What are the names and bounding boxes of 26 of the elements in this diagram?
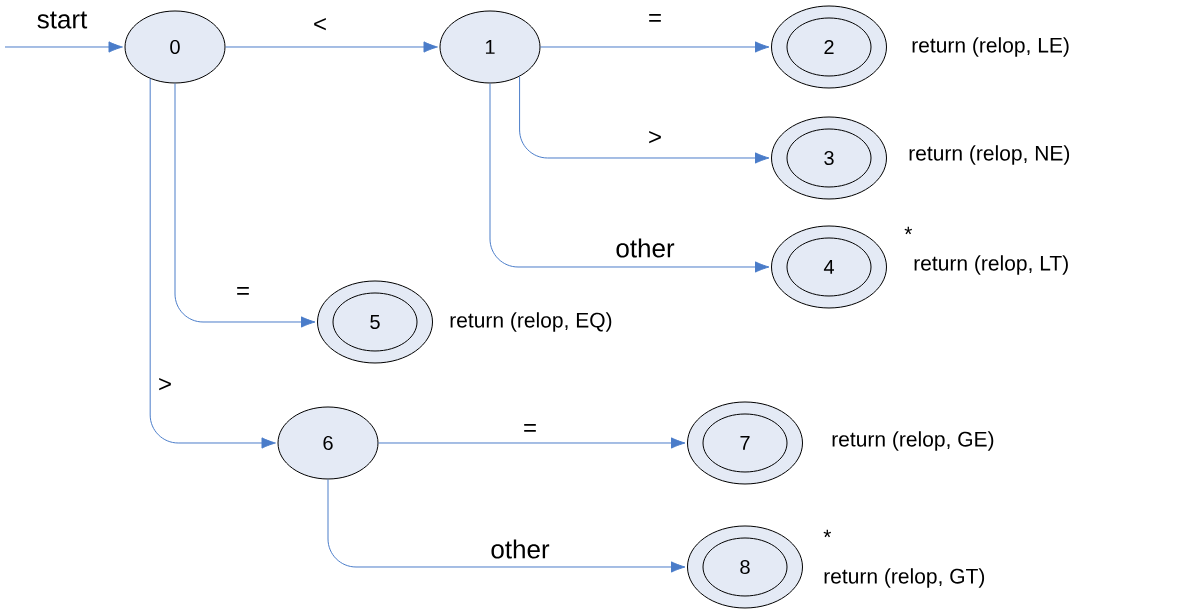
arrow: [327, 479, 686, 573]
edge-label: >: [647, 130, 663, 146]
arrow: [540, 41, 770, 53]
state-note: return (relop, GE): [832, 431, 994, 451]
arrow: [4, 41, 123, 53]
state-note: *: [904, 226, 913, 235]
arrow: [378, 437, 686, 449]
edge-label: <: [312, 17, 328, 33]
arrow: [489, 83, 770, 273]
edge-label: =: [235, 286, 251, 300]
edge-label: other: [614, 237, 676, 259]
state-note: return (relop, EQ): [450, 312, 612, 332]
edge-label: other: [489, 538, 551, 560]
edge-label: start: [35, 10, 89, 30]
arrow: [149, 78, 276, 449]
state-note: return (relop, LT): [914, 255, 1068, 275]
edge-label: =: [647, 13, 663, 27]
edge-label: =: [522, 423, 538, 437]
state-note: return (relop, NE): [909, 145, 1070, 165]
edge-label: >: [157, 377, 173, 393]
state-note: *: [823, 529, 832, 538]
state-note: return (relop, LE): [912, 37, 1069, 57]
arrow: [225, 41, 438, 53]
arrow: [174, 83, 316, 328]
arrow: [519, 76, 770, 164]
state-note: return (relop, GT): [824, 568, 985, 588]
